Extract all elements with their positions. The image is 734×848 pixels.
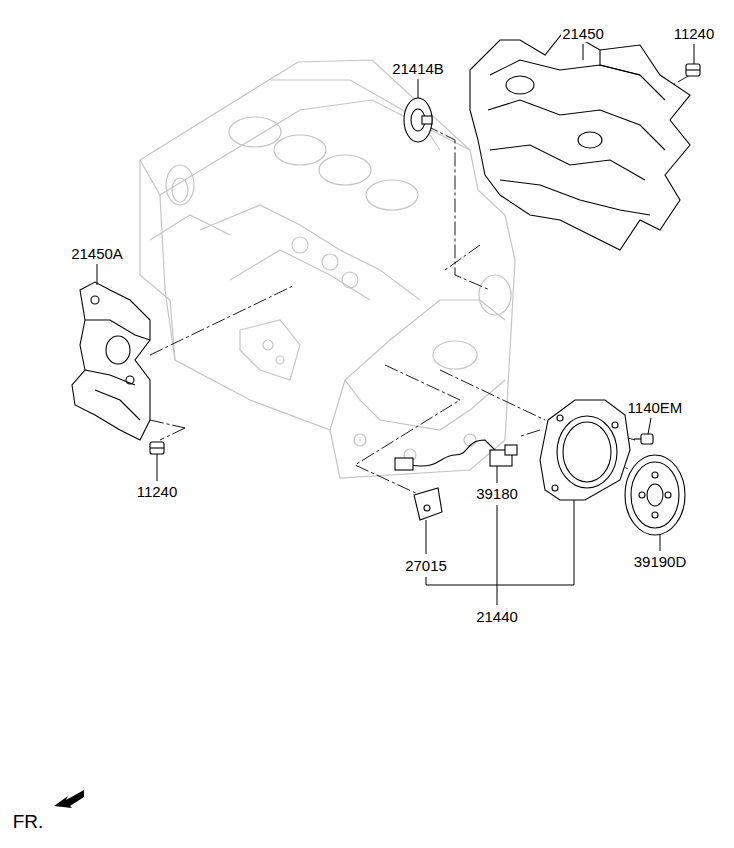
bracket bbox=[414, 488, 442, 520]
direction-label: FR. bbox=[12, 812, 45, 833]
side-cover bbox=[72, 282, 150, 440]
front-arrow bbox=[54, 790, 84, 808]
target-wheel bbox=[625, 455, 685, 535]
callout-number: 11240 bbox=[136, 484, 179, 501]
callout-number: 39190D bbox=[633, 554, 688, 571]
callout-number: 11240 bbox=[673, 26, 716, 43]
callout-number: 21450 bbox=[561, 26, 605, 43]
crank-sprocket bbox=[404, 98, 432, 142]
leader-lines bbox=[97, 44, 694, 605]
seal-housing bbox=[540, 400, 630, 500]
engine-block bbox=[140, 60, 515, 478]
timing-cover bbox=[470, 30, 690, 250]
bolt bbox=[150, 442, 164, 454]
callout-number: 1140EM bbox=[627, 400, 684, 417]
crank-sensor bbox=[395, 440, 517, 470]
callout-number: 27015 bbox=[404, 558, 448, 575]
bolt bbox=[634, 434, 653, 444]
callout-number: 21414B bbox=[391, 61, 445, 78]
bolt bbox=[686, 64, 700, 76]
callout-number: 21440 bbox=[475, 609, 519, 626]
callout-number: 39180 bbox=[475, 486, 519, 503]
callout-number: 21450A bbox=[70, 246, 124, 263]
